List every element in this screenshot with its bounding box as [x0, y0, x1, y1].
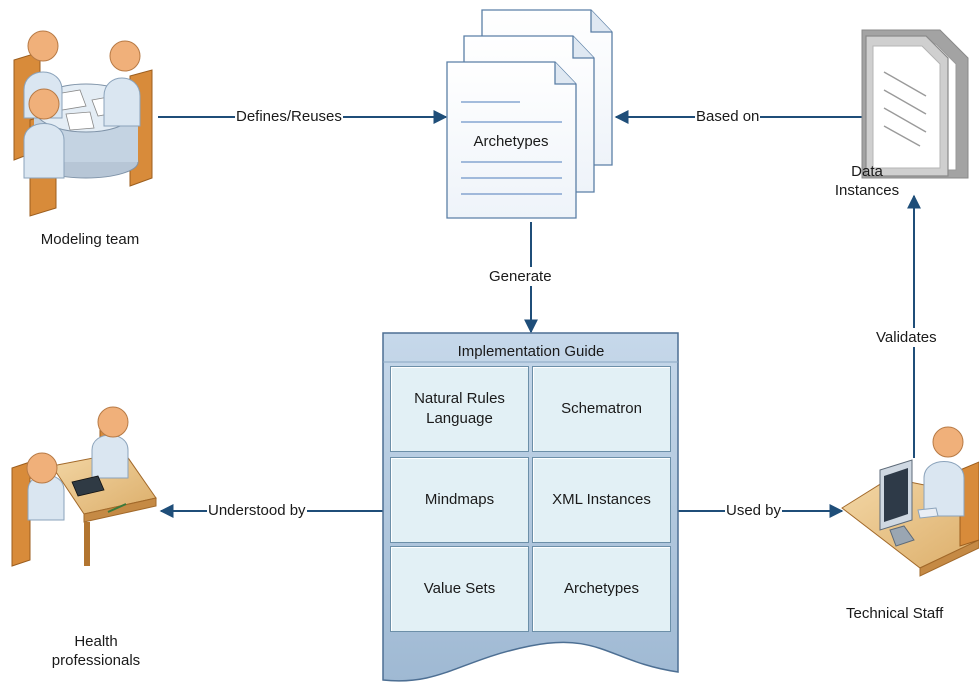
edge-label-generate: Generate [488, 267, 553, 286]
guide-cell-label: Value Sets [423, 580, 496, 597]
guide-cell-label: Archetypes [563, 580, 640, 597]
guide-cell-label: Mindmaps [424, 491, 495, 508]
guide-cell-label: Schematron [561, 400, 642, 417]
data-instances-icon [861, 29, 969, 179]
edge-label-validates: Validates [875, 328, 938, 347]
guide-cell-mindmaps: Mindmaps [390, 457, 529, 543]
guide-cell-label: XML Instances [552, 491, 651, 508]
edge-label-used-by: Used by [725, 501, 783, 520]
health-professionals-icon [11, 406, 157, 567]
edge-label-defines-reuses: Defines/Reuses [235, 107, 343, 126]
edge-label-based-on: Based on [695, 107, 761, 126]
guide-cell-value-sets: Value Sets [390, 546, 529, 632]
modeling-team-icon [13, 30, 153, 217]
guide-cell-schematron: Schematron [532, 366, 671, 452]
modeling-team-label: Modeling team [40, 231, 140, 248]
guide-cell-natural-rules-language: Natural Rules Language [390, 366, 529, 452]
implementation-guide-title: Implementation Guide [457, 343, 605, 360]
technical-staff-icon [841, 426, 979, 577]
technical-staff-label: Technical Staff [846, 605, 944, 622]
guide-cell-archetypes: Archetypes [532, 546, 671, 632]
health-professionals-label: Health professionals [51, 633, 141, 669]
archetypes-document-title: Archetypes [473, 133, 549, 150]
edge-label-understood-by: Understood by [207, 501, 307, 520]
archetypes-document-icon [446, 9, 613, 219]
data-instances-label: Data Instances [834, 163, 900, 199]
guide-cell-xml-instances: XML Instances [532, 457, 671, 543]
guide-cell-label: Natural Rules Language [414, 390, 505, 427]
